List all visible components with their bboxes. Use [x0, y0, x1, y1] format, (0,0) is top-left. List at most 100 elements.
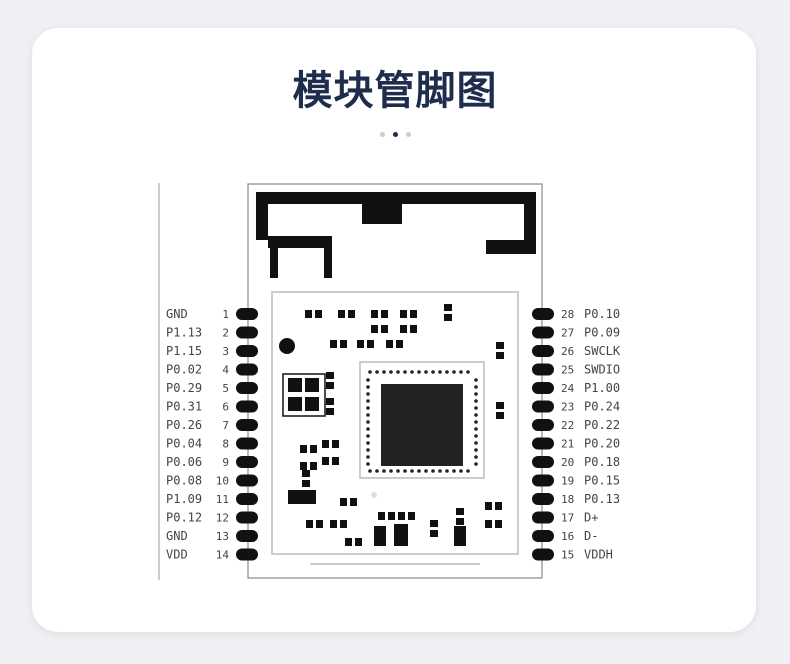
pin-number: 20 — [561, 456, 574, 469]
pin-pad — [532, 363, 554, 376]
pin-pad — [532, 530, 554, 542]
pin-pad — [532, 493, 554, 505]
component-pad — [332, 457, 339, 465]
component-pad — [444, 314, 452, 321]
component-pad — [400, 310, 407, 318]
pin-name: P0.08 — [166, 474, 202, 488]
pin-pad — [236, 308, 258, 320]
bga-ball — [366, 434, 370, 438]
bga-ball — [368, 370, 372, 374]
pin-name: P0.20 — [584, 437, 620, 451]
pin-number: 21 — [561, 438, 574, 451]
bga-ball — [474, 441, 478, 445]
pin-pad — [532, 308, 554, 320]
bga-ball — [366, 441, 370, 445]
bga-ball — [474, 406, 478, 410]
passive-components — [288, 304, 504, 546]
pin-number: 18 — [561, 493, 574, 506]
pin-pad — [236, 345, 258, 357]
pin-pad — [236, 419, 258, 431]
bga-ball — [403, 469, 407, 473]
carousel-indicator — [0, 122, 790, 141]
bga-ball — [445, 469, 449, 473]
pin-name: P1.15 — [166, 344, 202, 358]
bga-ball — [452, 469, 456, 473]
bga-ball — [445, 370, 449, 374]
component-pad — [496, 402, 504, 409]
component-pad — [316, 520, 323, 528]
bga-ball — [424, 469, 428, 473]
component-pad — [350, 498, 357, 506]
pin-name: P0.15 — [584, 474, 620, 488]
bga-ball — [431, 370, 435, 374]
bga-ball — [417, 370, 421, 374]
pin-number: 3 — [222, 345, 229, 358]
pin-name: P1.09 — [166, 492, 202, 506]
fiducial-dot — [371, 492, 377, 498]
pin-name: P0.18 — [584, 455, 620, 469]
component-pad — [378, 512, 385, 520]
pin-pad — [236, 437, 258, 450]
pin-pad — [236, 511, 258, 524]
bga-ball — [366, 448, 370, 452]
bga-ball — [459, 370, 463, 374]
component-pad — [485, 520, 492, 528]
pin-name: P0.12 — [166, 511, 202, 525]
bga-ball — [474, 455, 478, 459]
bga-ball — [474, 462, 478, 466]
bga-ball — [474, 420, 478, 424]
component-pad — [410, 310, 417, 318]
component-pad — [310, 462, 317, 470]
pin-number: 2 — [222, 327, 229, 340]
antenna-trace — [256, 192, 536, 278]
bga-ball — [389, 370, 393, 374]
component-pad — [371, 310, 378, 318]
component-pad — [371, 325, 378, 333]
carousel-dot[interactable] — [379, 132, 385, 137]
pin-name: P1.13 — [166, 326, 202, 340]
component-pad — [302, 480, 310, 487]
pin-pad — [532, 345, 554, 357]
bga-ball — [366, 427, 370, 431]
component-pad — [388, 512, 395, 520]
pin-name: GND — [166, 529, 188, 543]
component-pad — [340, 520, 347, 528]
component-pad — [496, 412, 504, 419]
pin-name: P0.10 — [584, 307, 620, 321]
pin-pad — [236, 493, 258, 505]
component-pad — [357, 340, 364, 348]
pin-number: 19 — [561, 475, 574, 488]
bga-ball — [382, 370, 386, 374]
component-pad — [340, 340, 347, 348]
pin-name: SWDIO — [584, 363, 620, 377]
component-pad — [495, 520, 502, 528]
pin-number: 27 — [561, 327, 574, 340]
pin-pad — [236, 548, 258, 561]
component-pad — [348, 310, 355, 318]
carousel-dot[interactable] — [405, 132, 411, 137]
component-pad — [367, 340, 374, 348]
pin-name: P0.09 — [584, 326, 620, 340]
component-pad — [381, 325, 388, 333]
pin-number: 12 — [216, 512, 229, 525]
bga-ball — [366, 392, 370, 396]
pin-pad — [532, 511, 554, 524]
pin-name: P0.31 — [166, 400, 202, 414]
component-body — [288, 490, 316, 504]
carousel-dot[interactable] — [392, 132, 398, 137]
crystal-package — [282, 373, 326, 417]
component-pad — [430, 530, 438, 537]
pin-pad — [532, 400, 554, 413]
bga-ball — [366, 406, 370, 410]
bga-ball — [474, 434, 478, 438]
bga-ball — [466, 469, 470, 473]
pin-pad — [532, 548, 554, 561]
pin-number: 17 — [561, 512, 574, 525]
pin-number: 15 — [561, 549, 574, 562]
component-pad — [302, 470, 310, 477]
pin-number: 23 — [561, 401, 574, 414]
pin-number: 6 — [222, 401, 229, 414]
component-pad — [322, 457, 329, 465]
component-pad — [340, 498, 347, 506]
